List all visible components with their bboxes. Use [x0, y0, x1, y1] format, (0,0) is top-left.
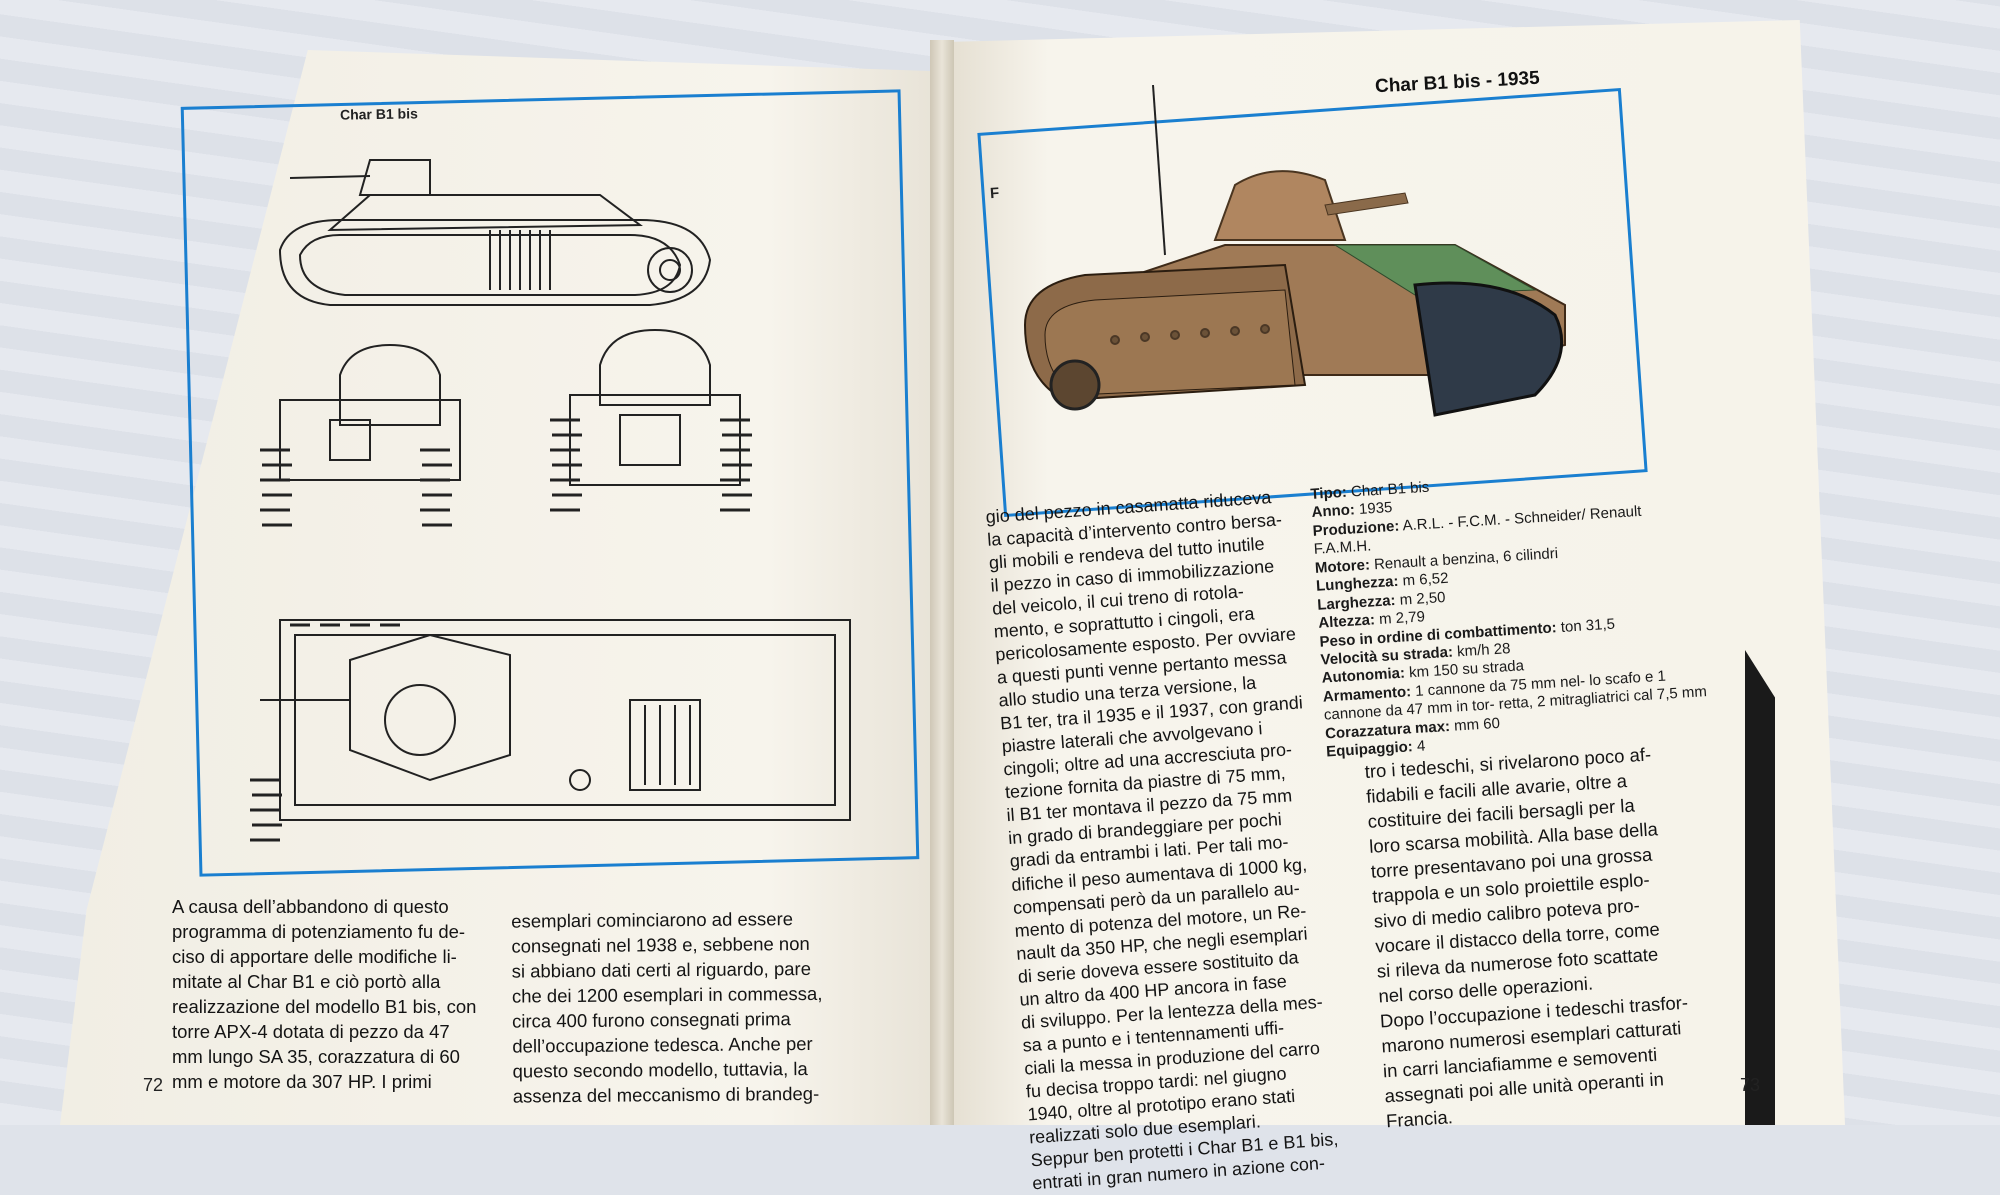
plate-letter: F — [989, 184, 1000, 203]
left-text-column-2: esemplari cominciarono ad essere consegn… — [511, 908, 823, 1107]
tank-side-view — [278, 159, 712, 306]
tank-front-view — [260, 343, 461, 527]
book-gutter — [930, 40, 954, 1125]
tank-rear-view — [550, 328, 752, 512]
book-cover-edge — [1745, 650, 1775, 1125]
page-number-right: 73 — [1740, 1075, 1761, 1095]
right-text-column-2: tro i tedeschi, si rivelarono poco af- f… — [1364, 743, 1689, 1131]
spec-list: Tipo: Char B1 bis Anno: 1935 Produzione:… — [1310, 462, 1716, 762]
page-number-left: 72 — [143, 1075, 164, 1095]
left-text-column-1: A causa dell’abbandono di questo program… — [172, 896, 477, 1092]
tank-color-illustration — [1023, 85, 1566, 417]
tank-line-drawings — [250, 159, 851, 842]
tank-top-view — [250, 619, 851, 842]
